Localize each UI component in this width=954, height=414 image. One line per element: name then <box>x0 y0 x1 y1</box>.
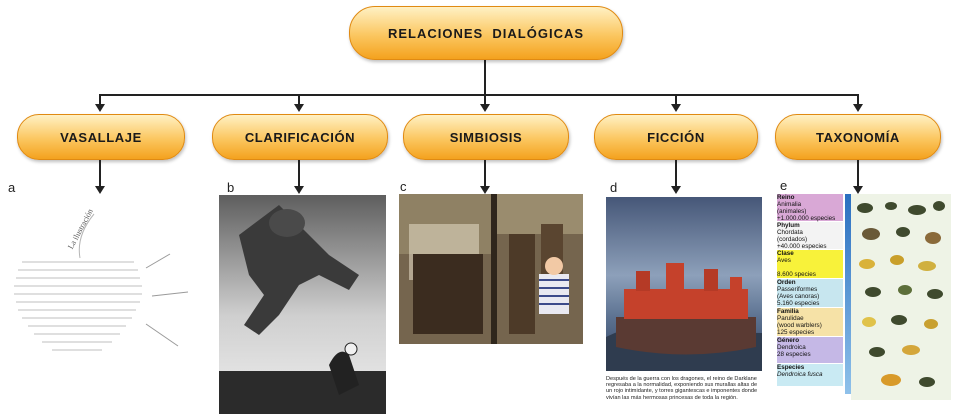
arrow-down-icon <box>294 104 304 112</box>
panel-d-caption: Después de la guerra con los dragones, e… <box>606 376 758 401</box>
drop-line-clarificacion <box>298 94 300 104</box>
arrow-line-c <box>484 160 486 186</box>
jumping-figure-image <box>219 205 386 414</box>
node-clarificacion: CLARIFICACIÓN <box>212 114 388 160</box>
root-node: RELACIONES DIALÓGICAS <box>349 6 623 60</box>
node-label: TAXONOMÍA <box>816 129 900 145</box>
panel-d-illustration <box>606 197 762 371</box>
letter-c: c <box>400 179 407 194</box>
train-scene-image <box>399 194 583 344</box>
arrow-down-icon <box>671 104 681 112</box>
arrow-down-icon <box>480 104 490 112</box>
root-label: RELACIONES DIALÓGICAS <box>387 25 585 41</box>
arrow-down-icon <box>671 186 681 194</box>
root-connector <box>484 58 486 95</box>
birds-collage-image <box>851 194 951 400</box>
drop-line-vasallaje <box>99 94 101 104</box>
castle-image <box>606 263 762 371</box>
arrow-line-a <box>99 160 101 186</box>
drop-line-ficcion <box>675 94 677 104</box>
node-label: VASALLAJE <box>60 129 142 145</box>
node-taxonomia: TAXONOMÍA <box>775 114 941 160</box>
arrow-down-icon <box>95 104 105 112</box>
node-simbiosis: SIMBIOSIS <box>403 114 569 160</box>
letter-d: d <box>610 180 618 195</box>
panel-b-illustration <box>219 195 386 414</box>
arrow-line-d <box>675 160 677 186</box>
arrow-down-icon <box>853 104 863 112</box>
drop-line-simbiosis <box>484 94 486 104</box>
letter-e: e <box>780 178 788 193</box>
arrow-down-icon <box>853 186 863 194</box>
arrow-down-icon <box>294 186 304 194</box>
node-label: FICCIÓN <box>647 129 705 145</box>
drop-line-taxonomia <box>857 94 859 104</box>
panel-c-illustration <box>399 194 583 344</box>
letter-b: b <box>227 180 235 195</box>
node-ficcion: FICCIÓN <box>594 114 758 160</box>
letter-a: a <box>8 180 16 195</box>
node-label: SIMBIOSIS <box>449 129 523 145</box>
arrow-down-icon <box>95 186 105 194</box>
arrow-line-b <box>298 160 300 186</box>
arrow-down-icon <box>480 186 490 194</box>
apple-calligram-image <box>14 213 189 351</box>
node-label: CLARIFICACIÓN <box>244 129 356 145</box>
panel-a-calligram: La ilustración <box>10 196 200 412</box>
arrow-line-e <box>857 160 859 186</box>
node-vasallaje: VASALLAJE <box>17 114 185 160</box>
horizontal-connector <box>99 94 859 96</box>
taxonomy-scale-bar <box>845 194 851 394</box>
